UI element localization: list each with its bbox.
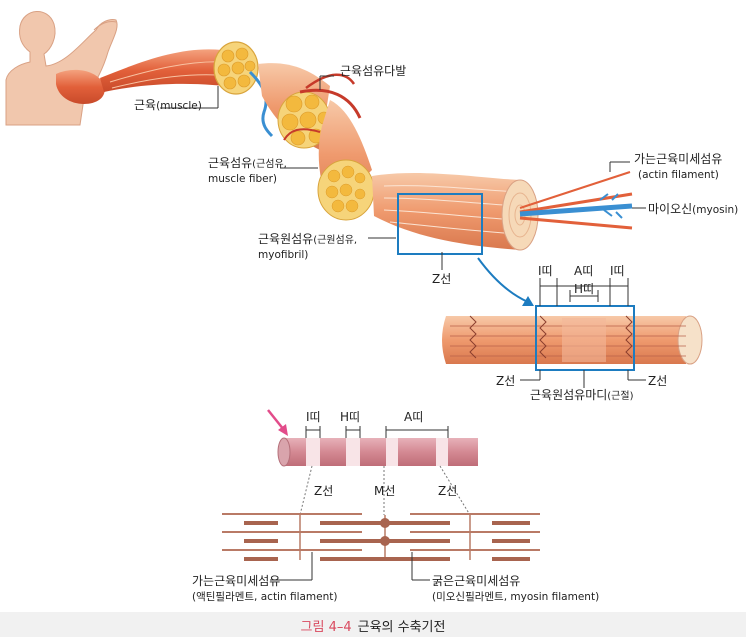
caption-number: 그림 4–4 (300, 620, 352, 635)
label-z-line-top: Z선 (432, 272, 452, 286)
myofibril-highlight-box (397, 193, 483, 255)
human-figure (5, 11, 118, 126)
label-myosin-ko: 마이오신 (648, 202, 693, 216)
figure-caption: 그림 4–4 근육의 수축기전 (0, 616, 746, 635)
label-thick-ko: 굵은근육미세섬유 (432, 574, 521, 588)
label-fiber-ko: 근육섬유 (208, 156, 253, 170)
label-myofibril-alt: (근원섬유, (313, 235, 358, 246)
label-myosin-en: (myosin) (692, 204, 739, 216)
label-thin-filament-en: (actin filament) (638, 169, 719, 181)
label-bottom-z-line-left: Z선 (314, 484, 334, 498)
label-myofibril: 근육원섬유(근원섬유, (258, 232, 357, 248)
label-bottom-i-band: I띠 (306, 410, 321, 424)
label-fiber-alt: (근섬유, (252, 159, 287, 170)
label-i-band-right: I띠 (610, 264, 625, 278)
caption-bar (0, 612, 746, 637)
label-sarcomere: 근육원섬유마디(근절) (530, 388, 633, 404)
caption-title: 근육의 수축기전 (357, 620, 446, 635)
label-fiber: 근육섬유(근섬유, (208, 156, 287, 172)
label-muscle-en: (muscle) (156, 100, 202, 112)
label-h-band: H띠 (574, 282, 595, 296)
magnified-myofibril (442, 278, 703, 388)
label-thin-bottom-en: (액틴필라멘트, actin filament) (192, 591, 338, 603)
label-thin-bottom-ko: 가는근육미세섬유 (192, 574, 281, 588)
label-myofibril-ko: 근육원섬유 (258, 232, 314, 246)
label-thin-filament-ko: 가는근육미세섬유 (634, 152, 723, 166)
label-thick-en: (미오신필라멘트, myosin filament) (432, 591, 600, 603)
label-bottom-h-band: H띠 (340, 410, 361, 424)
banded-fiber (267, 409, 478, 516)
label-myosin: 마이오신(myosin) (648, 202, 738, 217)
label-z-line-right: Z선 (648, 374, 668, 388)
label-muscle-ko: 근육 (134, 98, 157, 112)
label-i-band-left: I띠 (538, 264, 553, 278)
label-fascicle: 근육섬유다발 (340, 64, 407, 78)
label-bottom-z-line-right: Z선 (438, 484, 458, 498)
zoom-arrow (477, 257, 529, 303)
label-sarcomere-ko: 근육원섬유마디 (530, 388, 608, 402)
label-m-line: M선 (374, 484, 396, 498)
label-muscle: 근육(muscle) (134, 98, 202, 113)
label-a-band: A띠 (574, 264, 594, 278)
label-myofibril-en: myofibril) (258, 249, 309, 261)
label-fiber-en: muscle fiber) (208, 173, 277, 185)
label-bottom-a-band: A띠 (404, 410, 424, 424)
sarcomere-filaments (222, 513, 540, 581)
label-sarcomere-alt: (근절) (607, 391, 634, 402)
label-z-line-left: Z선 (496, 374, 516, 388)
